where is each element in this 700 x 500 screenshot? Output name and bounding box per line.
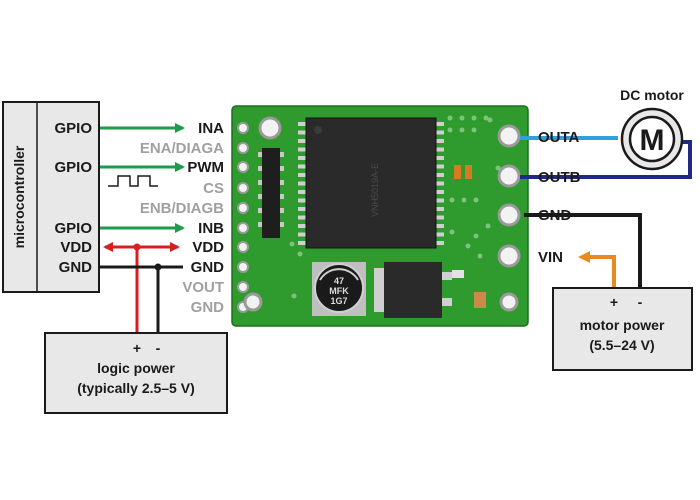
header-pin-hole (237, 161, 249, 173)
pin-gnd-right: GND (538, 207, 572, 224)
pin-outb: OUTB (538, 169, 581, 186)
svg-text:VNH5019A-E: VNH5019A-E (370, 163, 380, 217)
right-terminal-holes (243, 116, 521, 312)
mcu-pin-gpio-2: GPIO (54, 159, 92, 176)
board-pin-label-6: INB (198, 220, 224, 237)
board-pin-label-1: INA (198, 120, 224, 137)
left-header-pins (237, 122, 249, 313)
logic-power-wires (100, 242, 183, 333)
header-pin-hole (237, 222, 249, 234)
wire-gnd-right (524, 213, 642, 288)
board-pin-labels-right: OUTA OUTB GND VIN (538, 129, 581, 266)
mcu-pin-gnd: GND (59, 259, 93, 276)
resistor-array (258, 148, 284, 238)
mcu-pin-gpio-3: GPIO (54, 220, 92, 237)
board-pin-labels-left: INA ENA/DIAGA PWM CS ENB/DIAGB INB VDD GND VOUT G… (140, 120, 224, 316)
board-pin-label-4: CS (203, 180, 224, 197)
dc-motor: DC motor M (620, 87, 684, 171)
header-pin-hole (237, 182, 249, 194)
pin-outa: OUTA (538, 129, 580, 146)
header-pin-hole (237, 281, 249, 293)
board-pin-label-7: VDD (192, 239, 224, 256)
header-pin-hole (237, 241, 249, 253)
logic-power-box: + - logic power (typically 2.5–5 V) (44, 332, 228, 414)
mcu-pin-gpio-1: GPIO (54, 120, 92, 137)
header-pin-hole (237, 261, 249, 273)
pin-vin: VIN (538, 249, 563, 266)
motor-power-range: (5.5–24 V) (589, 337, 654, 353)
logic-power-range: (typically 2.5–5 V) (77, 380, 195, 396)
board-pin-label-8: GND (191, 259, 225, 276)
logic-power-minus: - (156, 340, 161, 356)
signal-wires (100, 123, 185, 233)
motor-power-minus: - (638, 294, 643, 310)
motor-title: DC motor (620, 87, 684, 103)
pcb-board: VNH5019A-E 47 MFK 1G7 (231, 105, 529, 327)
motor-power-box: + - motor power (5.5–24 V) (552, 287, 693, 371)
svg-text:MFK: MFK (329, 286, 349, 296)
capacitor: 47 MFK 1G7 (312, 262, 366, 316)
logic-power-plus: + (133, 340, 141, 356)
vnh5019-chip: VNH5019A-E (298, 117, 444, 249)
regulator (374, 262, 452, 318)
motor-symbol: M (640, 124, 665, 157)
wire-vin (578, 251, 616, 288)
pwm-waveform-icon (108, 175, 158, 187)
board-pin-label-10: GND (191, 299, 225, 316)
board-pin-label-2: ENA/DIAGA (140, 140, 224, 157)
motor-power-title: motor power (580, 317, 665, 333)
mcu-pin-vdd: VDD (60, 239, 92, 256)
microcontroller-title: microcontroller (11, 145, 27, 248)
logic-power-title: logic power (97, 360, 175, 376)
svg-text:47: 47 (334, 276, 344, 286)
board-pin-label-9: VOUT (182, 279, 224, 296)
microcontroller-box: microcontroller GPIO GPIO GPIO VDD GND (2, 101, 100, 293)
board-pin-label-3: PWM (187, 159, 224, 176)
motor-power-plus: + (610, 294, 618, 310)
header-pin-hole (237, 202, 249, 214)
header-pin-hole (237, 142, 249, 154)
header-pin-hole (237, 122, 249, 134)
svg-text:1G7: 1G7 (330, 296, 347, 306)
board-pin-label-5: ENB/DIAGB (140, 200, 224, 217)
